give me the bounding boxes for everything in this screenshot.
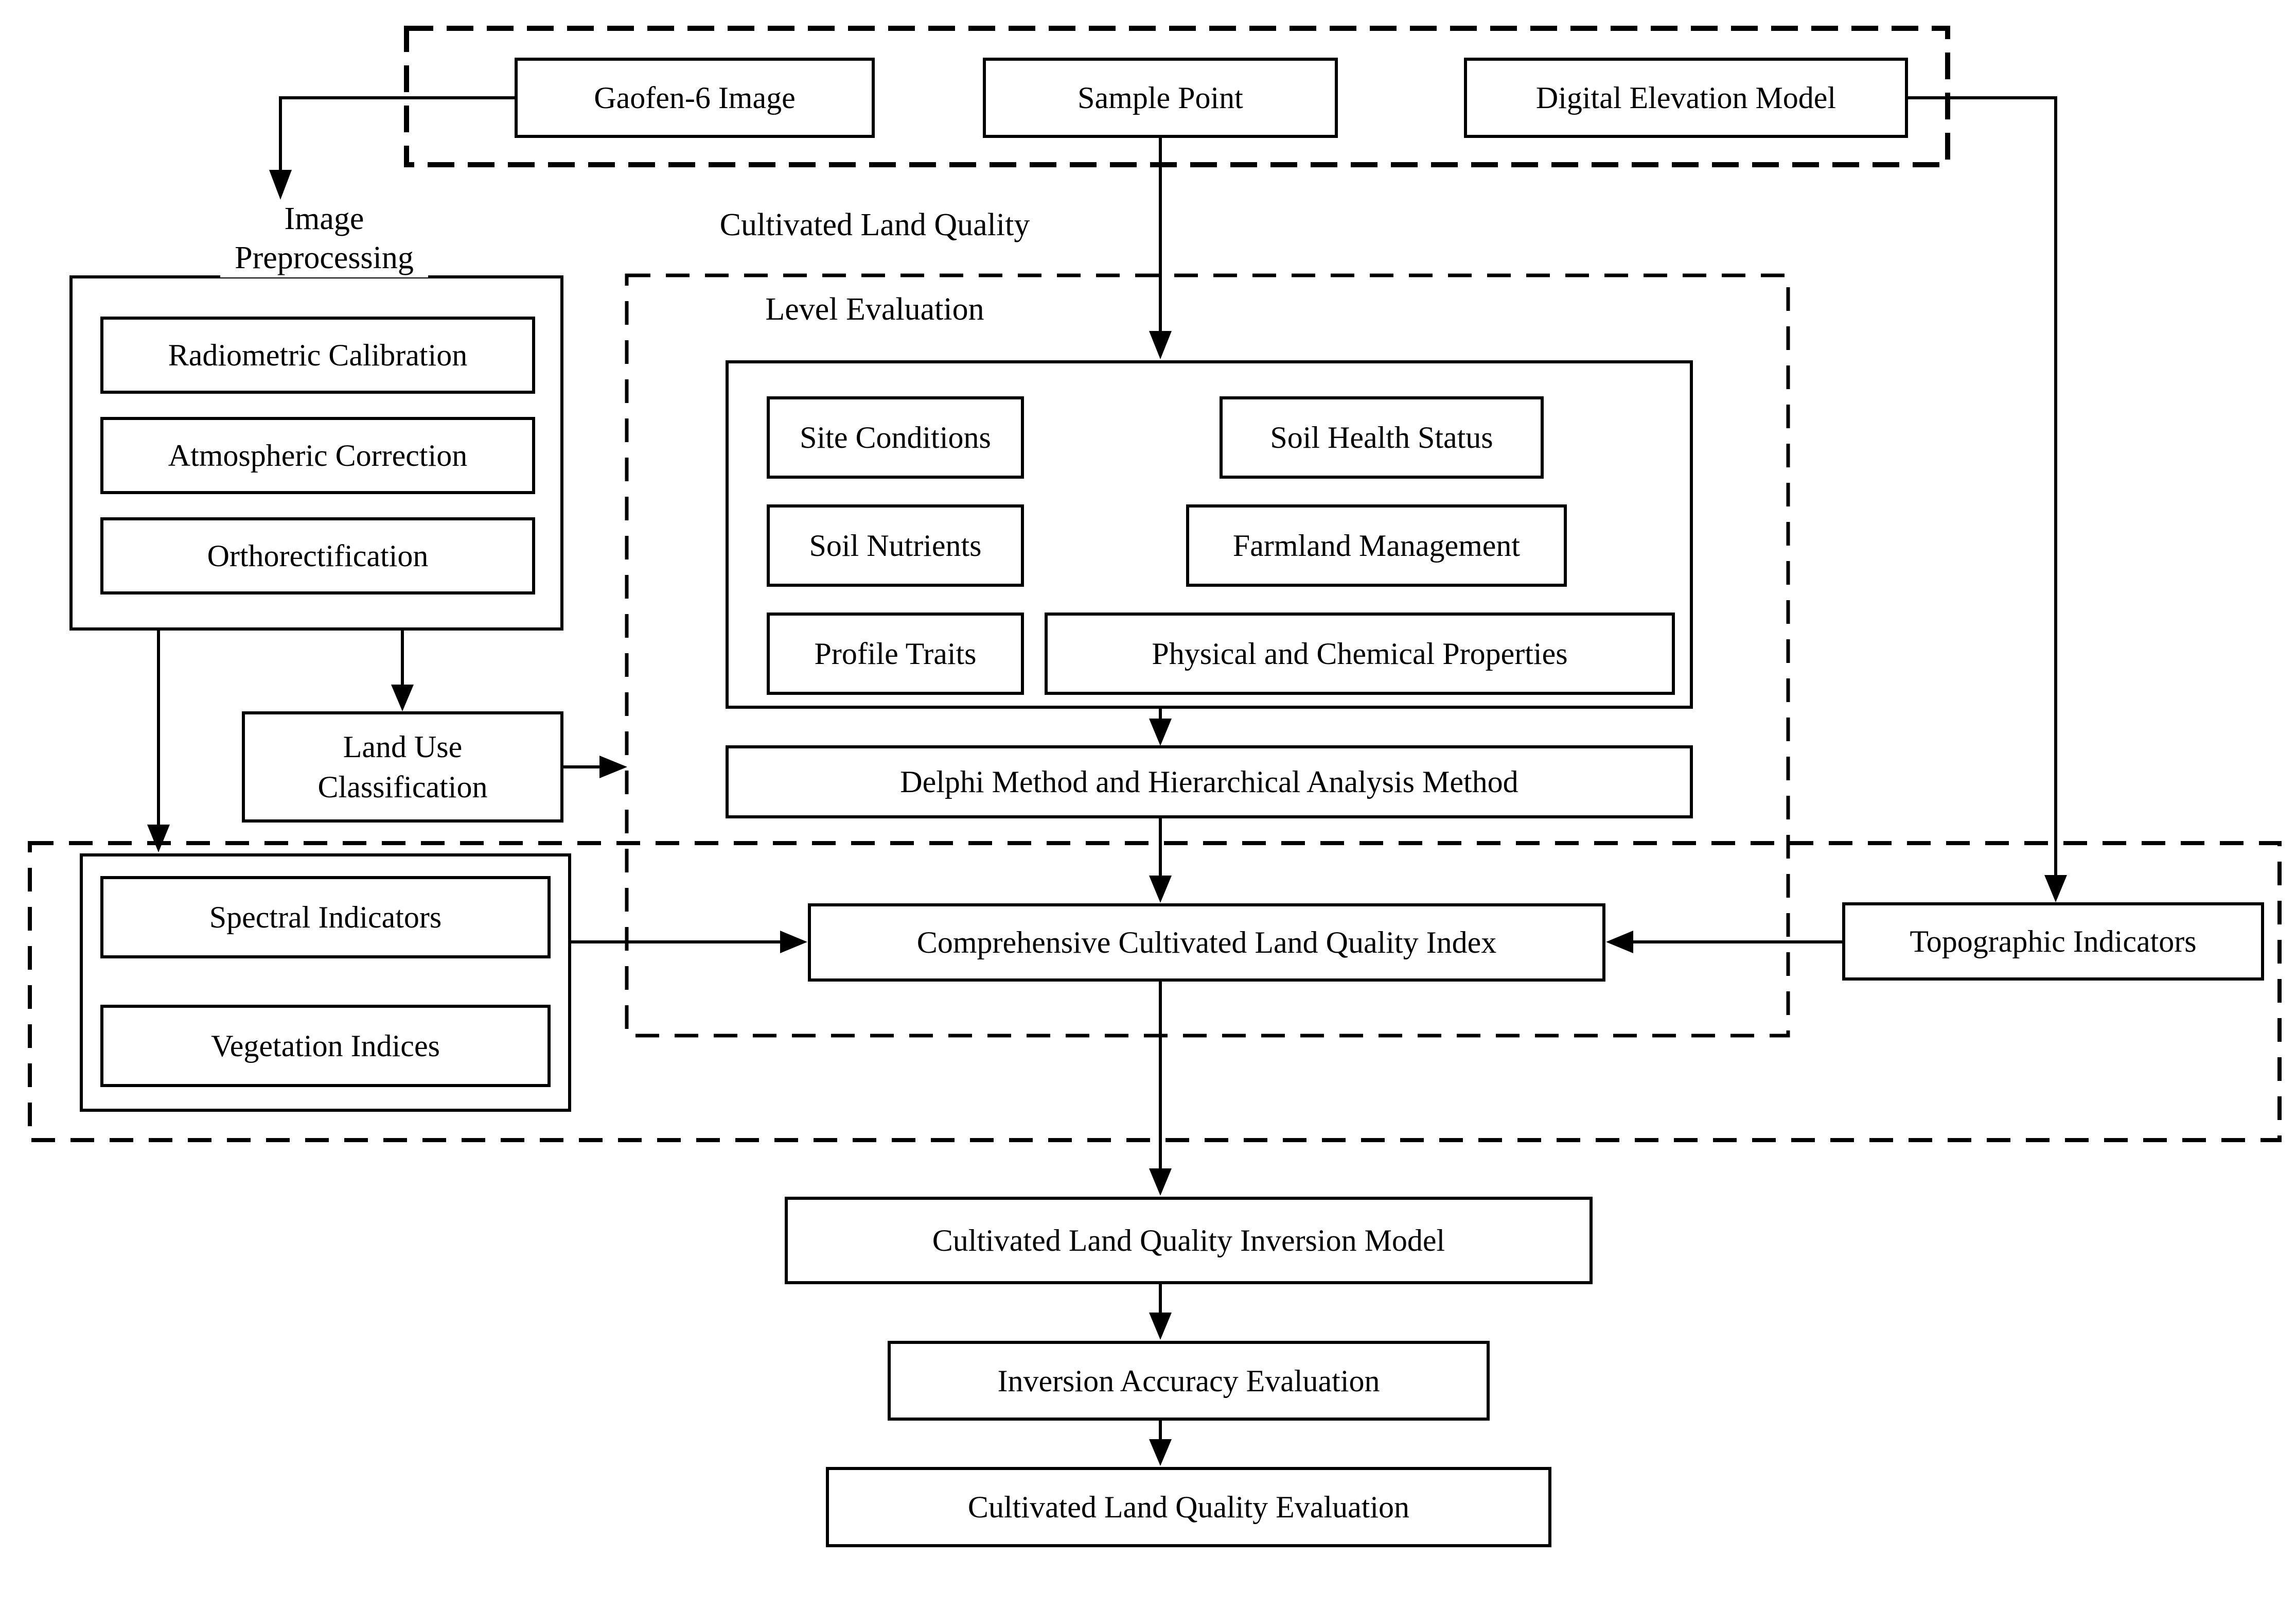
sample-point-box: Sample Point (983, 58, 1338, 138)
title-line-gap (617, 245, 1132, 290)
arrowhead-to-factors (1149, 331, 1172, 359)
soil-health-status-box: Soil Health Status (1220, 396, 1544, 479)
arrowhead-to-evaluation-container (599, 756, 627, 778)
level-evaluation-dashed-container (625, 273, 1790, 1038)
final-evaluation-box: Cultivated Land Quality Evaluation (826, 1467, 1551, 1547)
arrowhead-to-accuracy (1149, 1313, 1172, 1340)
level-evaluation-title-line1: Cultivated Land Quality (719, 207, 1030, 242)
atmospheric-correction-box: Atmospheric Correction (100, 417, 535, 494)
indicators-dashed-container (28, 841, 2282, 1142)
delphi-method-box: Delphi Method and Hierarchical Analysis … (726, 745, 1693, 818)
arrowhead-to-inversion-model (1149, 1168, 1172, 1196)
arrowhead-to-spectral-group (147, 825, 170, 852)
level-evaluation-title: Cultivated Land Quality Level Evaluation (617, 206, 1132, 329)
level-evaluation-title-line2: Level Evaluation (765, 291, 984, 327)
comprehensive-index-box: Comprehensive Cultivated Land Quality In… (808, 903, 1605, 982)
image-preprocessing-title-line2: Preprocessing (220, 238, 428, 278)
soil-nutrients-box: Soil Nutrients (767, 504, 1024, 587)
gaofen-image-box: Gaofen-6 Image (515, 58, 875, 138)
inversion-model-box: Cultivated Land Quality Inversion Model (785, 1197, 1593, 1284)
arrowhead-to-landuse (391, 685, 414, 711)
arrowhead-to-final-evaluation (1149, 1439, 1172, 1466)
land-use-line2: Classification (317, 770, 488, 804)
image-preprocessing-title: Image Preprocessing (93, 200, 556, 278)
inversion-accuracy-box: Inversion Accuracy Evaluation (888, 1341, 1490, 1421)
orthorectification-box: Orthorectification (100, 517, 535, 594)
physical-chemical-properties-box: Physical and Chemical Properties (1045, 613, 1675, 695)
land-use-classification-box: Land Use Classification (242, 711, 563, 823)
radiometric-calibration-box: Radiometric Calibration (100, 317, 535, 394)
topographic-indicators-box: Topographic Indicators (1842, 902, 2264, 981)
arrowhead-to-image-preprocessing (269, 170, 292, 200)
farmland-management-box: Farmland Management (1186, 504, 1567, 587)
vegetation-indices-box: Vegetation Indices (100, 1005, 551, 1087)
land-use-line1: Land Use (343, 730, 463, 764)
site-conditions-box: Site Conditions (767, 396, 1024, 479)
spectral-indicators-box: Spectral Indicators (100, 876, 551, 958)
arrowhead-spectral-to-index (780, 931, 807, 953)
arrowhead-topographic-to-index (1606, 931, 1633, 953)
arrowhead-delphi-to-index (1149, 876, 1172, 903)
digital-elevation-model-box: Digital Elevation Model (1464, 58, 1908, 138)
arrowhead-to-delphi (1149, 719, 1172, 746)
profile-traits-box: Profile Traits (767, 613, 1024, 695)
image-preprocessing-title-line1: Image (284, 201, 364, 236)
arrowhead-to-topographic (2044, 875, 2067, 902)
